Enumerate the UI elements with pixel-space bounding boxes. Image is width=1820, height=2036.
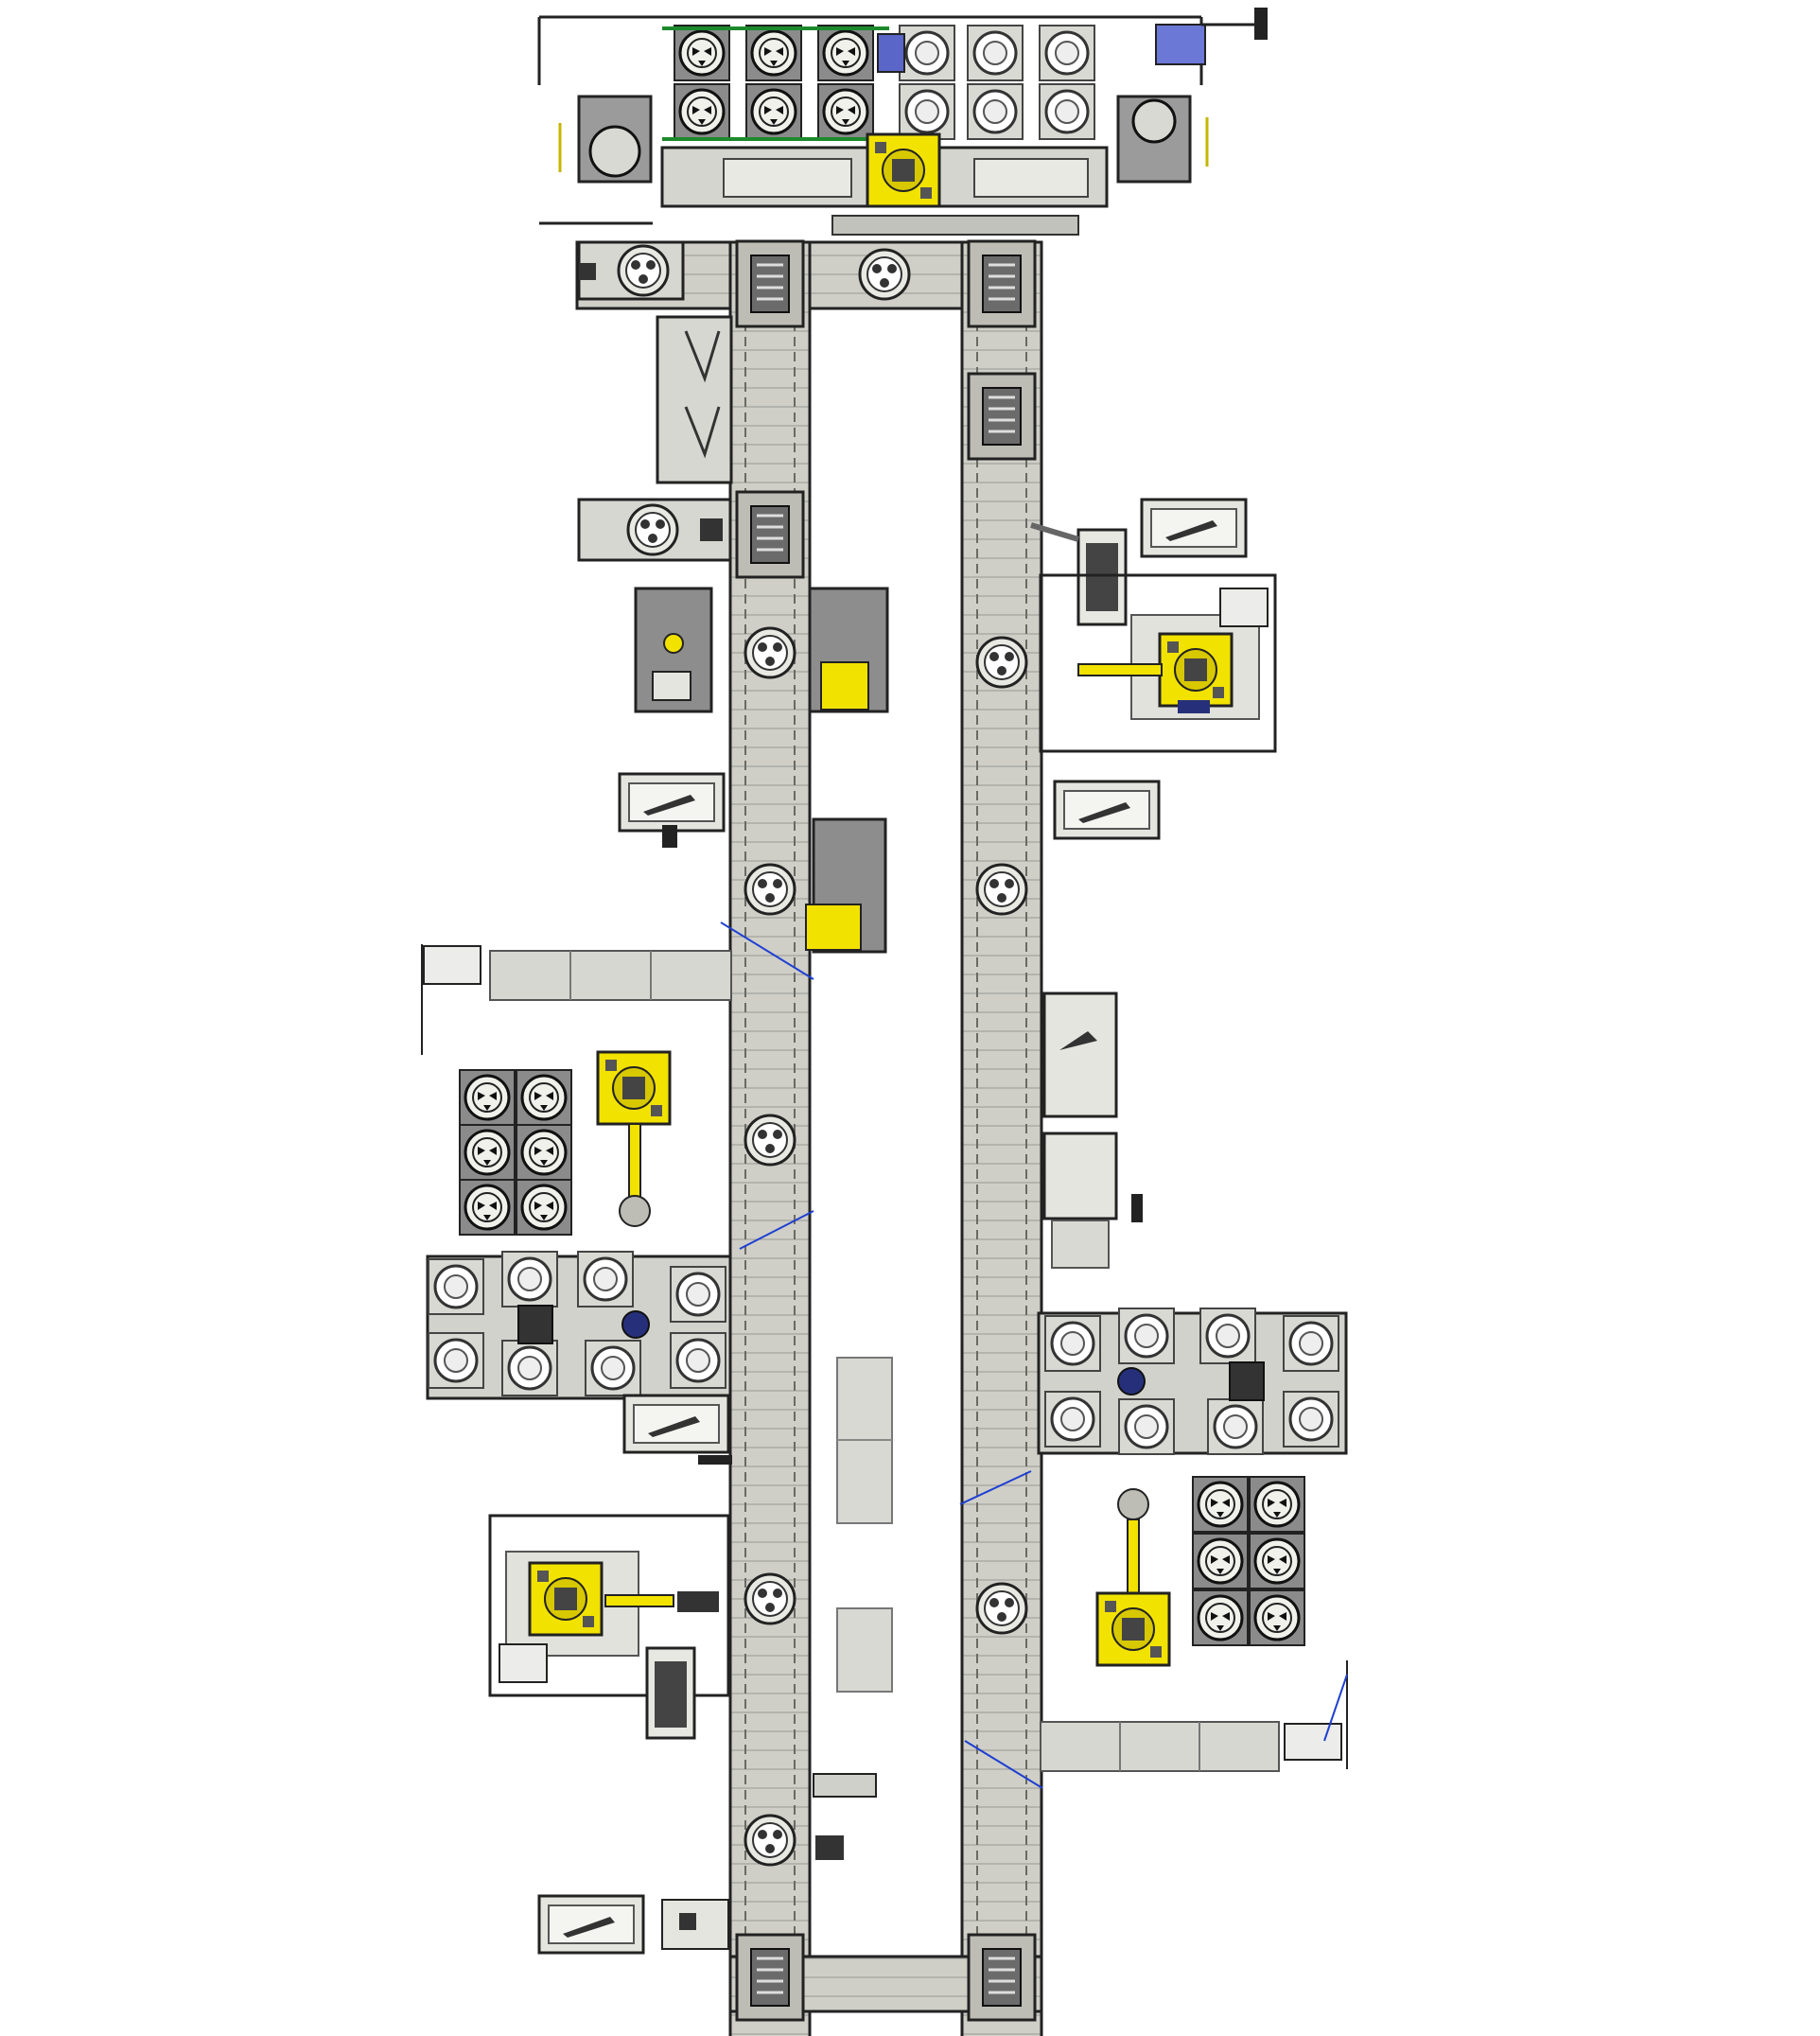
robot-arm-left-1 [596, 1050, 672, 1227]
top-rack-light [898, 24, 1096, 141]
tool-cabinet-left-3 [622, 1394, 732, 1465]
tool-cabinet-right-3 [1042, 992, 1143, 1269]
tool-cabinet-right-1 [1140, 498, 1248, 558]
buffer-table-left [421, 944, 732, 1055]
tool-cabinet-left-1 [656, 315, 733, 484]
fixture-rack-left-1 [458, 1068, 573, 1237]
wire-traces [720, 921, 1348, 1789]
screw-station-left-1 [577, 240, 685, 301]
blue-gripper [877, 8, 1268, 73]
robot-cell-left-3 [488, 1514, 730, 1697]
robot-cell-left-1 [634, 587, 889, 713]
buffer-table-right [1040, 1660, 1348, 1772]
robot-cell-left-2 [805, 817, 887, 954]
tool-cabinet-left-2 [618, 772, 726, 848]
dock-station-right [1116, 95, 1209, 184]
top-docking-area [537, 8, 1268, 236]
robot-arm-right-2 [1095, 1488, 1171, 1667]
right-side-stations [1030, 498, 1348, 1772]
robot-cell-right-1 [1039, 573, 1277, 753]
tool-cabinet-right-2 [1053, 780, 1161, 840]
top-gantry [660, 132, 1109, 236]
screw-station-left-2 [577, 498, 732, 562]
fixture-rack-right-1 [1191, 1475, 1306, 1647]
part-feeder-right-1 [1030, 522, 1128, 626]
dock-station-left [558, 95, 653, 184]
part-feeder-left [645, 1646, 696, 1740]
tool-cabinet-left-4 [537, 1894, 729, 1955]
fixture-table-right [1037, 1307, 1348, 1456]
fixture-table-left-2 [426, 1250, 732, 1400]
center-buffer-plates [836, 1357, 893, 1693]
top-rack-dark [662, 24, 889, 141]
lane-tool-left-bottom [813, 1773, 877, 1860]
left-side-stations [421, 240, 889, 1955]
